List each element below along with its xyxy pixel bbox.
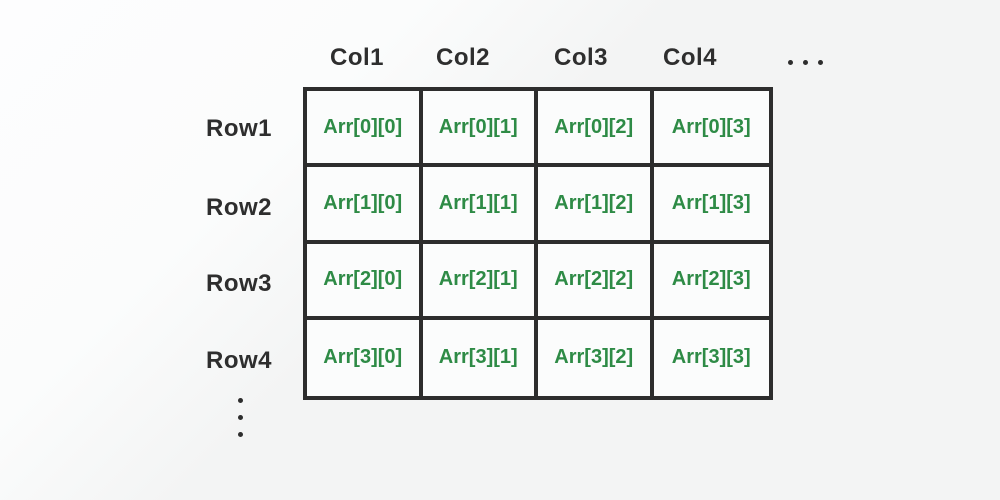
array-cell-1-2: Arr[1][2] (538, 167, 654, 244)
row-header-4: Row4 (205, 347, 272, 374)
dot (818, 60, 823, 65)
array-cell-2-2: Arr[2][2] (538, 243, 654, 320)
array-cell-3-2: Arr[3][2] (538, 319, 654, 396)
col-header-2: Col2 (435, 44, 491, 71)
vertical-ellipsis-icon (238, 398, 243, 437)
dot (788, 60, 793, 65)
array-cell-0-1: Arr[0][1] (422, 91, 538, 168)
array-cell-1-1: Arr[1][1] (422, 167, 538, 244)
array-cell-3-3: Arr[3][3] (671, 346, 751, 369)
row-header-2: Row2 (205, 194, 272, 221)
array-cell-1-3: Arr[1][3] (653, 167, 769, 244)
horizontal-ellipsis-icon (788, 60, 823, 65)
row-header-3: Row3 (205, 270, 272, 297)
array-cell-2-1: Arr[2][1] (422, 243, 538, 320)
array-cell-3-1: Arr[3][1] (423, 319, 538, 396)
array-cell-0-2: Arr[0][2] (538, 91, 654, 168)
row-header-1: Row1 (205, 115, 272, 142)
dot (238, 432, 243, 437)
dot (238, 415, 243, 420)
array-cell-1-0: Arr[1][0] (307, 167, 423, 244)
dot (803, 60, 808, 65)
col-header-3: Col3 (553, 44, 609, 71)
col-header-4: Col4 (662, 44, 718, 71)
array-cell-0-3: Arr[0][3] (653, 91, 769, 168)
col-header-1: Col1 (329, 44, 385, 71)
array-cell-2-0: Arr[2][0] (307, 243, 423, 320)
array-grid: Arr[0][0] Arr[0][1] Arr[0][2] Arr[0][3] … (303, 87, 773, 400)
dot (238, 398, 243, 403)
array-cell-2-3: Arr[2][3] (653, 244, 769, 320)
array-cell-0-0: Arr[0][0] (307, 91, 423, 168)
array-cell-3-0: Arr[3][0] (307, 319, 423, 396)
